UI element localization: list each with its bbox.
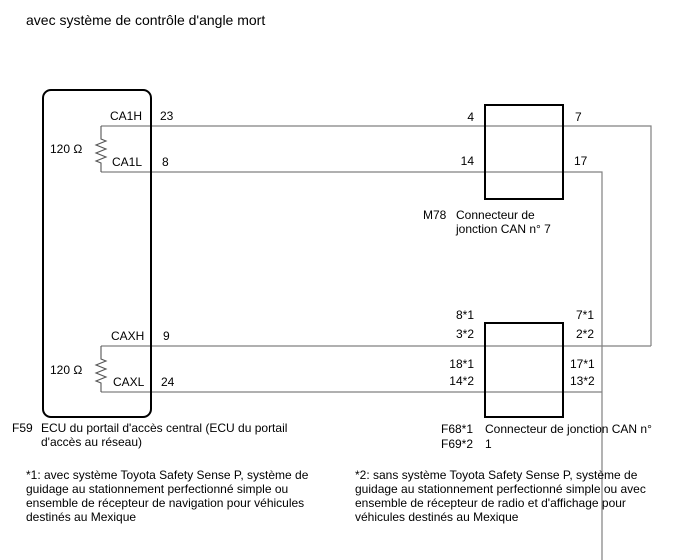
note-1: *1: avec système Toyota Safety Sense P, …	[26, 468, 309, 524]
resistor-1-icon	[94, 126, 108, 172]
signal-caxl: CAXL	[113, 375, 145, 389]
connector-m78-box	[484, 104, 564, 200]
ecu-code: F59	[12, 421, 33, 435]
f68-pin-right-1-b: 2*2	[576, 327, 595, 341]
f68-pin-right-1-a: 7*1	[576, 308, 595, 322]
f68-pin-left-1-a: 8*1	[455, 308, 474, 322]
wire-ca1l	[101, 171, 603, 560]
m78-pin-left-1: 4	[467, 110, 474, 124]
ecu-name-line2: d'accès au réseau)	[41, 435, 143, 449]
ecu-box	[42, 89, 152, 418]
f68-name-line1: Connecteur de jonction CAN n°	[485, 422, 652, 436]
resistor-1-value: 120 Ω	[50, 142, 83, 156]
pin-caxl: 24	[161, 375, 175, 389]
f68-pin-right-2-b: 13*2	[570, 374, 595, 388]
f68-name-line2: 1	[485, 437, 492, 451]
m78-pin-left-2: 14	[460, 154, 474, 168]
signal-caxh: CAXH	[111, 329, 145, 343]
resistor-2-icon	[94, 346, 108, 392]
f68-pin-left-2-b: 14*2	[449, 374, 474, 388]
signal-ca1h: CA1H	[110, 109, 143, 123]
f68-code-line2: F69*2	[441, 437, 474, 451]
wire-ca1h	[101, 125, 652, 346]
f68-pin-left-2-a: 18*1	[449, 357, 474, 371]
m78-name-line1: Connecteur de	[456, 208, 535, 222]
connector-f68-box	[484, 322, 564, 418]
f68-pin-right-2-a: 17*1	[570, 357, 595, 371]
m78-pin-right-2: 17	[574, 154, 588, 168]
diagram-title: avec système de contrôle d'angle mort	[26, 12, 266, 28]
m78-name-line2: jonction CAN n° 7	[456, 222, 551, 236]
ecu-name-line1: ECU du portail d'accès central (ECU du p…	[41, 421, 288, 435]
resistor-2-value: 120 Ω	[50, 363, 83, 377]
pin-ca1h: 23	[160, 109, 174, 123]
f68-code-line1: F68*1	[441, 422, 474, 436]
pin-ca1l: 8	[162, 155, 169, 169]
pin-caxh: 9	[163, 329, 170, 343]
signal-ca1l: CA1L	[112, 155, 143, 169]
m78-pin-right-1: 7	[575, 110, 582, 124]
m78-code: M78	[423, 208, 447, 222]
note-2: *2: sans système Toyota Safety Sense P, …	[355, 468, 646, 524]
f68-pin-left-1-b: 3*2	[455, 327, 474, 341]
